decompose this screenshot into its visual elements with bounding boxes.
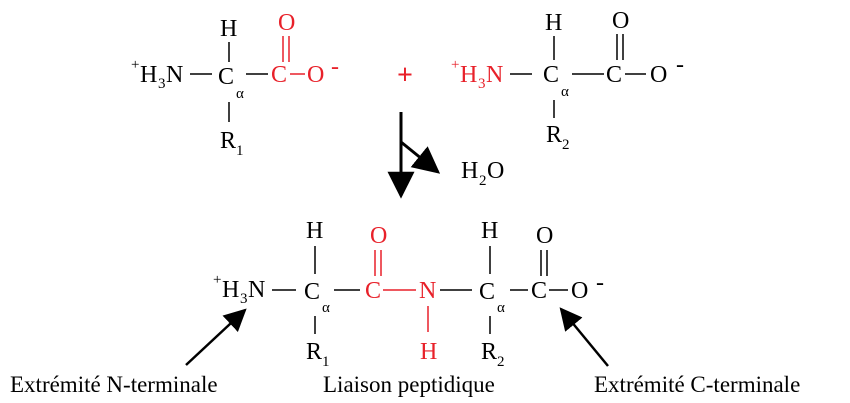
r2-r-subscript: 2 bbox=[562, 137, 570, 153]
r2-nitrogen: N bbox=[486, 62, 503, 88]
p-alpha1-label: α bbox=[322, 300, 330, 316]
p-alpha2-label: α bbox=[497, 300, 505, 316]
p-r2-group: R bbox=[481, 339, 497, 365]
p-r1-subscript: 1 bbox=[322, 354, 330, 370]
p-end-carbonyl-oxygen: O bbox=[536, 223, 553, 249]
p-nh3-subscript: 3 bbox=[240, 291, 248, 307]
r2-charge-plus: + bbox=[451, 57, 459, 73]
p-end-carbon: C bbox=[531, 278, 547, 304]
r1-nitrogen: N bbox=[166, 62, 183, 88]
reaction-arrow bbox=[387, 112, 441, 199]
n-terminal-label: Extrémité N-terminale bbox=[10, 372, 218, 397]
dipeptide-product: + H 3 N H C α R 1 C O N H H C α R 2 C O … bbox=[213, 218, 604, 370]
p-alpha2-carbon: C bbox=[479, 279, 495, 305]
c-terminal-arrow bbox=[559, 307, 609, 367]
r2-h-of-nh3: H bbox=[460, 62, 477, 88]
p-nitrogen: N bbox=[248, 277, 265, 303]
reactant-2-amino-acid: + H 3 N H C α R 2 C O O - bbox=[451, 8, 684, 153]
r1-carboxyl-carbon: C bbox=[271, 62, 287, 88]
r2-alpha-label: α bbox=[561, 84, 569, 100]
p-peptide-nitrogen: N bbox=[419, 278, 436, 304]
p-alpha1-carbon: C bbox=[304, 279, 320, 305]
r1-alpha-label: α bbox=[236, 86, 244, 102]
p-end-oxygen: O bbox=[571, 278, 588, 304]
r2-charge-minus: - bbox=[676, 52, 684, 78]
r1-r-subscript: 1 bbox=[236, 143, 244, 159]
plus-sign: + bbox=[397, 60, 413, 91]
r1-r-group: R bbox=[220, 128, 236, 154]
n-terminal-arrow bbox=[185, 308, 247, 366]
water-release-arrow bbox=[400, 140, 441, 174]
r2-carbonyl-oxygen: O bbox=[612, 8, 629, 34]
r1-charge-minus: - bbox=[331, 54, 339, 80]
p-peptide-oxygen: O bbox=[370, 223, 387, 249]
p-r1-group: R bbox=[306, 339, 322, 365]
r1-alpha-carbon: C bbox=[218, 64, 234, 90]
water-o: O bbox=[487, 158, 504, 184]
r1-nh3-subscript: 3 bbox=[158, 76, 166, 92]
r1-charge-plus: + bbox=[131, 57, 139, 73]
c-terminal-label: Extrémité C-terminale bbox=[594, 372, 800, 397]
p-alpha1-h: H bbox=[306, 218, 323, 244]
r1-h-of-nh3: H bbox=[140, 62, 157, 88]
r2-carboxyl-carbon: C bbox=[606, 62, 622, 88]
p-r2-subscript: 2 bbox=[497, 354, 505, 370]
water-h: H bbox=[461, 158, 478, 184]
r2-nh3-subscript: 3 bbox=[478, 76, 486, 92]
p-amide-h: H bbox=[420, 339, 437, 365]
p-charge-minus: - bbox=[596, 270, 604, 296]
r1-alpha-h: H bbox=[220, 16, 237, 42]
water-molecule: H 2 O bbox=[461, 158, 504, 189]
r2-alpha-carbon: C bbox=[543, 62, 559, 88]
r2-r-group: R bbox=[546, 122, 562, 148]
p-peptide-carbon: C bbox=[365, 278, 381, 304]
r1-carbonyl-oxygen: O bbox=[278, 10, 295, 36]
p-alpha2-h: H bbox=[481, 218, 498, 244]
r2-hydroxyl-oxygen: O bbox=[650, 62, 667, 88]
r2-alpha-h: H bbox=[545, 10, 562, 36]
r1-hydroxyl-oxygen: O bbox=[307, 62, 324, 88]
water-subscript: 2 bbox=[479, 173, 487, 189]
p-h-of-nh3: H bbox=[222, 277, 239, 303]
reactant-1-amino-acid: + H 3 N H C α R 1 C O O - bbox=[131, 10, 339, 159]
p-charge-plus: + bbox=[213, 272, 221, 288]
peptide-bond-label: Liaison peptidique bbox=[323, 372, 495, 397]
